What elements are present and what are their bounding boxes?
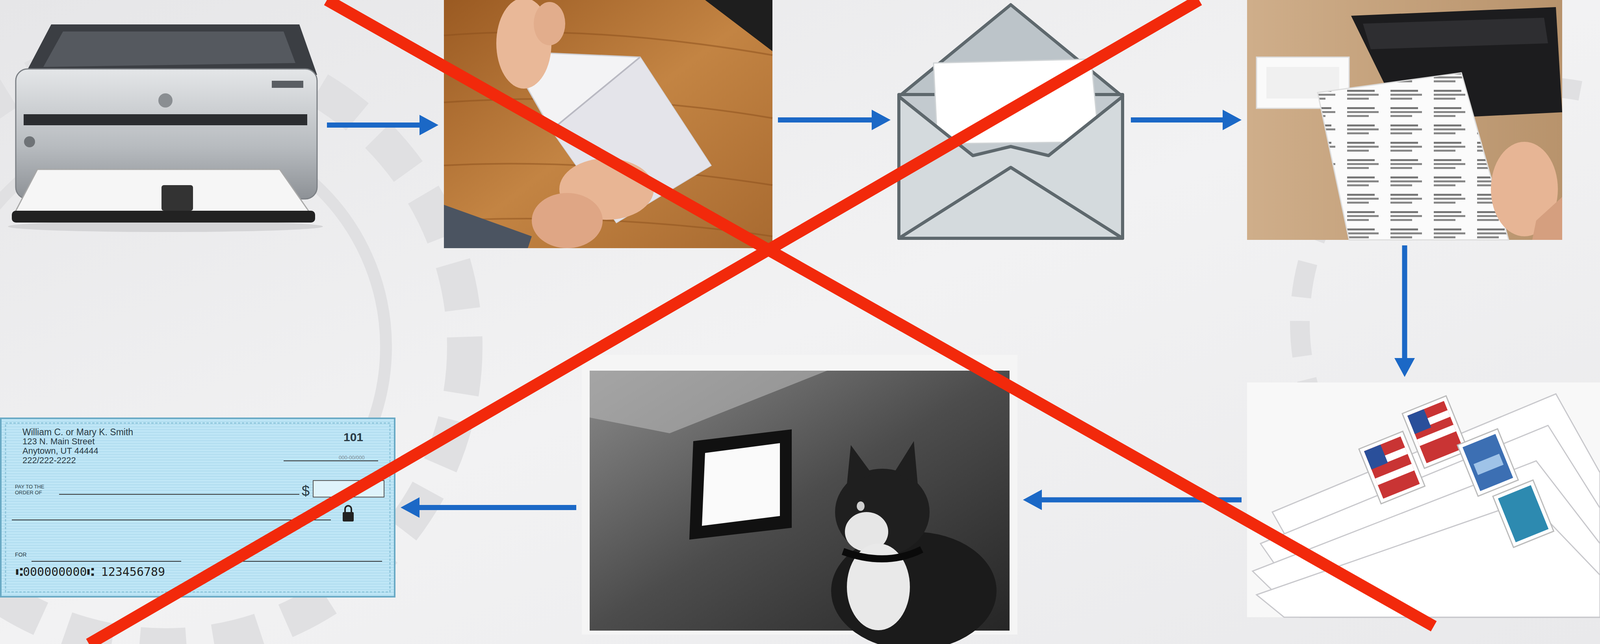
waiting-cat-node [581, 354, 1018, 635]
arrow-shaft [326, 122, 422, 128]
flow-arrow [326, 115, 439, 136]
envelope-picture [898, 4, 1123, 239]
label-printing-node [1247, 0, 1563, 240]
check-node: William C. or Mary K. Smith123 N. Main S… [0, 418, 396, 597]
check-text: ⑆000000000⑆ 123456789 [15, 564, 166, 579]
stamp [1358, 395, 1554, 548]
check-text: PAY TO THE ORDER OF [14, 483, 59, 496]
arrow-head [1394, 358, 1415, 377]
flow-arrow [1130, 109, 1242, 131]
arrow-shaft [417, 504, 577, 511]
check-text: 123 N. Main Street [22, 436, 95, 447]
arrow-shaft [1402, 245, 1408, 360]
label-printer-photo [1247, 0, 1563, 240]
check-text: 222/222-2222 [22, 455, 77, 466]
folding-node [443, 0, 773, 249]
check-graphic [0, 418, 395, 597]
arrow-shaft [777, 117, 874, 123]
arrow-shaft [1130, 117, 1225, 123]
background-gear [0, 47, 1600, 644]
arrow-shaft [1040, 497, 1242, 503]
arrow-head [419, 115, 439, 136]
flow-arrow [777, 109, 891, 131]
check-text: $ [301, 482, 310, 500]
cross-stroke [326, 0, 1434, 627]
cat-photo [581, 354, 1018, 644]
mail-stack-node [1247, 382, 1600, 618]
arrow-head [1022, 489, 1042, 511]
arrow-head [871, 109, 891, 131]
flow-arrow [400, 497, 577, 518]
printer-picture [7, 24, 323, 233]
arrow-head [1222, 109, 1242, 131]
check-text: William C. or Mary K. Smith [22, 426, 134, 438]
check-text: 000-00/000 [338, 454, 365, 461]
check-text: Anytown, UT 44444 [22, 445, 99, 456]
printer-node [5, 20, 322, 230]
check-text: FOR [14, 551, 27, 558]
envelope-node [896, 0, 1126, 240]
flow-arrow [1394, 245, 1415, 377]
arrow-head [400, 497, 420, 518]
flow-arrow [1022, 489, 1242, 511]
folding-photo [443, 0, 773, 249]
check-text: 101 [343, 430, 364, 444]
cross-stroke [89, 0, 1200, 644]
envelope-stack-photo [1247, 382, 1600, 618]
